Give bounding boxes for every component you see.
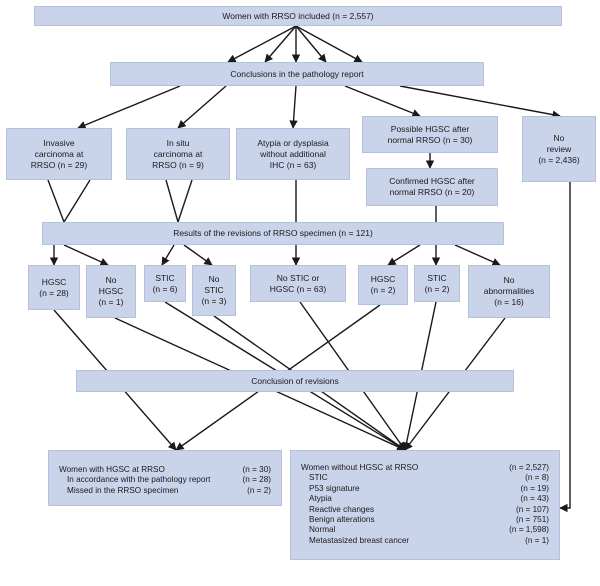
without-hgsc-row-label: Benign alterations (309, 515, 375, 525)
box-result-no-hgsc-1: No HGSC (n = 1) (86, 265, 136, 318)
with-hgsc-row-value: (n = 30) (242, 465, 271, 474)
arrow-noreview-without (559, 182, 571, 513)
arrow-rev-nostic3 (183, 244, 213, 266)
box-result-no-stic-hgsc-63: No STIC or HGSC (n = 63) (250, 265, 346, 302)
box-invasive-carcinoma-label: Invasive carcinoma at RRSO (n = 29) (30, 137, 88, 170)
box-possible-hgsc: Possible HGSC after normal RRSO (n = 30) (362, 116, 498, 153)
without-hgsc-row-label: Atypia (309, 494, 332, 504)
with-hgsc-row-label: Missed in the RRSO specimen (67, 485, 179, 495)
with-hgsc-row-value: (n = 28) (242, 475, 271, 485)
without-hgsc-row-value: (n = 8) (525, 473, 549, 483)
box-result-stic-6: STIC (n = 6) (144, 265, 186, 302)
with-hgsc-row: In accordance with the pathology report … (59, 475, 271, 485)
box-result-stic-2-label: STIC (n = 2) (424, 272, 450, 294)
box-no-review-label: No review (n = 2,436) (538, 132, 580, 165)
arrow-conc-insitu (177, 85, 227, 129)
box-result-stic-6-label: STIC (n = 6) (152, 272, 178, 294)
link-invasive-rev-2 (63, 179, 91, 223)
arrow-conc-atypia (289, 85, 298, 129)
arrow-rev-nohgsc1 (63, 244, 109, 266)
arrow-rev-hgsc2 (387, 244, 421, 266)
box-conclusion-revisions-label: Conclusion of revisions (251, 375, 339, 386)
without-hgsc-row: Normal (n = 1,598) (301, 525, 549, 535)
arrow-conc-noreview (399, 85, 561, 119)
with-hgsc-row-label: Women with HGSC at RRSO (59, 465, 165, 474)
without-hgsc-row-value: (n = 2,527) (509, 463, 549, 472)
box-results-revisions: Results of the revisions of RRSO specime… (42, 222, 504, 245)
box-result-hgsc-28-label: HGSC (n = 28) (39, 276, 69, 298)
link-invasive-rev-1 (47, 179, 65, 223)
without-hgsc-row-value: (n = 751) (516, 515, 549, 525)
box-invasive-carcinoma: Invasive carcinoma at RRSO (n = 29) (6, 128, 112, 180)
box-result-no-stic-3: No STIC (n = 3) (192, 265, 236, 316)
box-result-no-stic-3-label: No STIC (n = 3) (201, 274, 227, 306)
without-hgsc-row-value: (n = 19) (520, 483, 549, 493)
box-results-revisions-label: Results of the revisions of RRSO specime… (173, 228, 373, 238)
without-hgsc-row-label: Metastasized breast cancer (309, 535, 410, 545)
without-hgsc-row: Metastasized breast cancer (n = 1) (301, 536, 549, 546)
box-women-without-hgsc: Women without HGSC at RRSO (n = 2,527) S… (290, 450, 560, 560)
arrow-conc-invasive (77, 85, 181, 130)
arrow-rev-noabn16 (454, 244, 501, 266)
arrow-top-conclusions-4 (295, 25, 327, 63)
without-hgsc-row-label: Women without HGSC at RRSO (301, 463, 419, 472)
box-conclusion-revisions: Conclusion of revisions (76, 370, 514, 392)
without-hgsc-row: P53 signature (n = 19) (301, 484, 549, 494)
link-insitu-rev-1 (165, 179, 179, 223)
box-women-included: Women with RRSO included (n = 2,557) (34, 6, 562, 26)
with-hgsc-row: Missed in the RRSO specimen (n = 2) (59, 486, 271, 496)
arrow-top-conclusions-2 (264, 25, 297, 63)
without-hgsc-row-value: (n = 43) (520, 494, 549, 504)
without-hgsc-row-label: Reactive changes (309, 504, 375, 514)
box-result-no-abnormalities-16-label: No abnormalities (n = 16) (483, 275, 535, 307)
without-hgsc-row-label: STIC (309, 473, 328, 483)
without-hgsc-row: Atypia (n = 43) (301, 494, 549, 504)
box-insitu-carcinoma-label: In situ carcinoma at RRSO (n = 9) (152, 137, 204, 170)
box-conclusions-pathology: Conclusions in the pathology report (110, 62, 484, 86)
link-insitu-rev-2 (177, 179, 193, 223)
without-hgsc-row-value: (n = 1,598) (509, 525, 549, 535)
without-hgsc-row: STIC (n = 8) (301, 473, 549, 483)
arrow-rev-stic6 (161, 244, 175, 266)
box-no-review: No review (n = 2,436) (522, 116, 596, 182)
box-atypia-dysplasia: Atypia or dysplasia without additional I… (236, 128, 350, 180)
box-result-hgsc-2: HGSC (n = 2) (358, 265, 408, 305)
with-hgsc-row: Women with HGSC at RRSO (n = 30) (59, 465, 271, 475)
box-confirmed-hgsc: Confirmed HGSC after normal RRSO (n = 20… (366, 168, 498, 206)
with-hgsc-row-value: (n = 2) (247, 485, 271, 495)
arrow-top-conclusions-1 (227, 25, 297, 63)
box-women-with-hgsc: Women with HGSC at RRSO (n = 30) In acco… (48, 450, 282, 506)
without-hgsc-row: Women without HGSC at RRSO (n = 2,527) (301, 463, 549, 473)
box-conclusions-pathology-label: Conclusions in the pathology report (230, 68, 364, 79)
arrow-top-conclusions-5 (295, 25, 363, 63)
box-result-no-abnormalities-16: No abnormalities (n = 16) (468, 265, 550, 318)
without-hgsc-row-value: (n = 107) (516, 504, 549, 514)
box-result-hgsc-2-label: HGSC (n = 2) (370, 274, 396, 295)
box-confirmed-hgsc-label: Confirmed HGSC after normal RRSO (n = 20… (389, 176, 475, 197)
without-hgsc-row-label: Normal (309, 525, 336, 535)
without-hgsc-row-label: P53 signature (309, 483, 360, 493)
box-possible-hgsc-label: Possible HGSC after normal RRSO (n = 30) (387, 123, 473, 145)
arrow-conc-possible (344, 85, 421, 118)
without-hgsc-row-value: (n = 1) (525, 535, 549, 545)
box-insitu-carcinoma: In situ carcinoma at RRSO (n = 9) (126, 128, 230, 180)
without-hgsc-row: Benign alterations (n = 751) (301, 515, 549, 525)
without-hgsc-row: Reactive changes (n = 107) (301, 505, 549, 515)
box-result-no-stic-hgsc-63-label: No STIC or HGSC (n = 63) (269, 272, 327, 294)
box-women-included-label: Women with RRSO included (n = 2,557) (222, 10, 374, 21)
with-hgsc-row-label: In accordance with the pathology report (67, 475, 211, 485)
box-result-hgsc-28: HGSC (n = 28) (28, 265, 80, 310)
box-result-no-hgsc-1-label: No HGSC (n = 1) (98, 275, 124, 307)
box-atypia-dysplasia-label: Atypia or dysplasia without additional I… (257, 137, 329, 170)
box-result-stic-2: STIC (n = 2) (414, 265, 460, 302)
